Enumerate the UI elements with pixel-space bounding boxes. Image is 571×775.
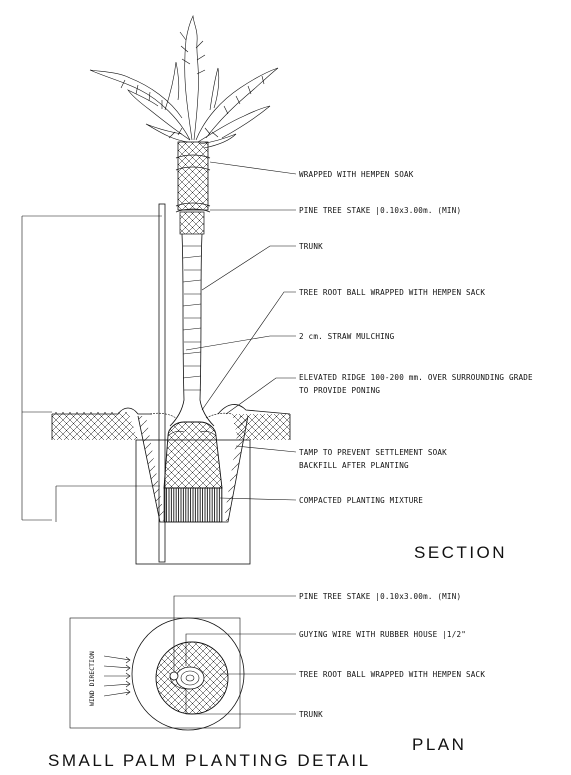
- hempen-wrap-upper: [177, 141, 209, 211]
- label-backfill: BACKFILL AFTER PLANTING: [299, 461, 409, 470]
- label-provide-poning: TO PROVIDE PONING: [299, 386, 380, 395]
- trunk: [169, 233, 215, 427]
- label-root-ball: TREE ROOT BALL WRAPPED WITH HEMPEN SACK: [299, 288, 485, 297]
- root-ball: [163, 421, 223, 489]
- plan-view: WIND DIRECTION PINE TREE STAKE |0.10x3.0…: [69, 592, 485, 754]
- drawing-title: SMALL PALM PLANTING DETAIL: [48, 751, 371, 770]
- label-wrapped-hempen-soak: WRAPPED WITH HEMPEN SOAK: [299, 170, 414, 179]
- section-title: SECTION: [414, 543, 507, 562]
- plan-stake: [169, 671, 179, 681]
- compacted-planting-mixture: [163, 487, 223, 523]
- label-compacted-mixture: COMPACTED PLANTING MIXTURE: [299, 496, 423, 505]
- label-tamp-settlement: TAMP TO PREVENT SETTLEMENT SOAK: [299, 448, 447, 457]
- section-view: WRAPPED WITH HEMPEN SOAK PINE TREE STAKE…: [21, 14, 533, 565]
- label-straw-mulching: 2 cm. STRAW MULCHING: [299, 332, 395, 341]
- pine-tree-stake: [158, 203, 166, 563]
- wind-arrows: [103, 655, 131, 697]
- plan-title: PLAN: [412, 735, 466, 754]
- plan-label-trunk: TRUNK: [299, 710, 323, 719]
- wind-direction-label: WIND DIRECTION: [88, 651, 96, 706]
- label-elevated-ridge: ELEVATED RIDGE 100-200 mm. OVER SURROUND…: [299, 373, 533, 382]
- plan-label-guying-wire: GUYING WIRE WITH RUBBER HOUSE |1/2": [299, 630, 466, 639]
- label-pine-tree-stake: PINE TREE STAKE |0.10x3.00m. (MIN): [299, 206, 461, 215]
- plan-label-root-ball: TREE ROOT BALL WRAPPED WITH HEMPEN SACK: [299, 670, 485, 679]
- palm-fronds: [89, 14, 279, 149]
- label-trunk: TRUNK: [299, 242, 323, 251]
- plan-label-stake: PINE TREE STAKE |0.10x3.00m. (MIN): [299, 592, 461, 601]
